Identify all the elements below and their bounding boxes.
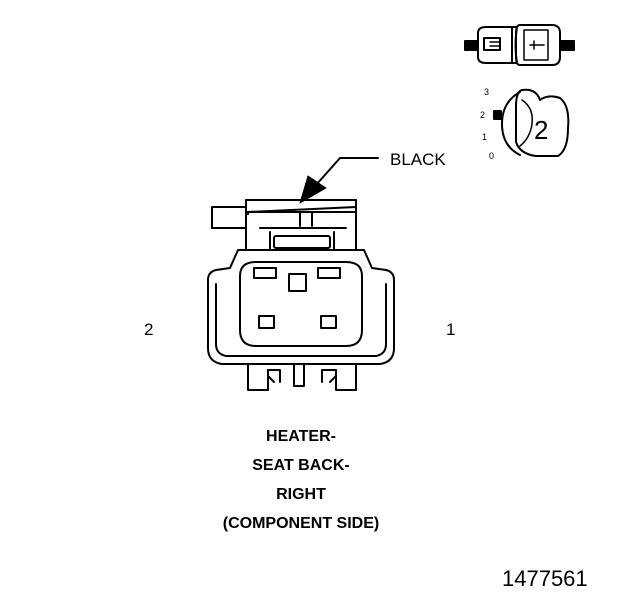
view-angle-dial <box>493 88 570 157</box>
component-title-line: HEATER- <box>266 428 336 445</box>
dial-scale-tick: 3 <box>484 87 490 97</box>
inline-connector-pictogram <box>464 24 575 66</box>
dial-scale-tick: 1 <box>482 132 488 142</box>
dial-scale-tick: 2 <box>480 110 486 120</box>
dial-view-number: 2 <box>534 115 549 145</box>
component-title-line: RIGHT <box>276 486 326 503</box>
figure-number: 1477561 <box>502 566 588 591</box>
pin-number-left: 2 <box>144 320 154 339</box>
component-title-line: (COMPONENT SIDE) <box>222 515 380 532</box>
component-title-line: SEAT BACK- <box>252 457 350 474</box>
wire-color-label: BLACK <box>390 150 446 169</box>
connector-housing <box>207 199 395 391</box>
pin-number-right: 1 <box>446 320 456 339</box>
callout-leader <box>299 157 379 204</box>
dial-scale-tick: 0 <box>489 151 495 161</box>
